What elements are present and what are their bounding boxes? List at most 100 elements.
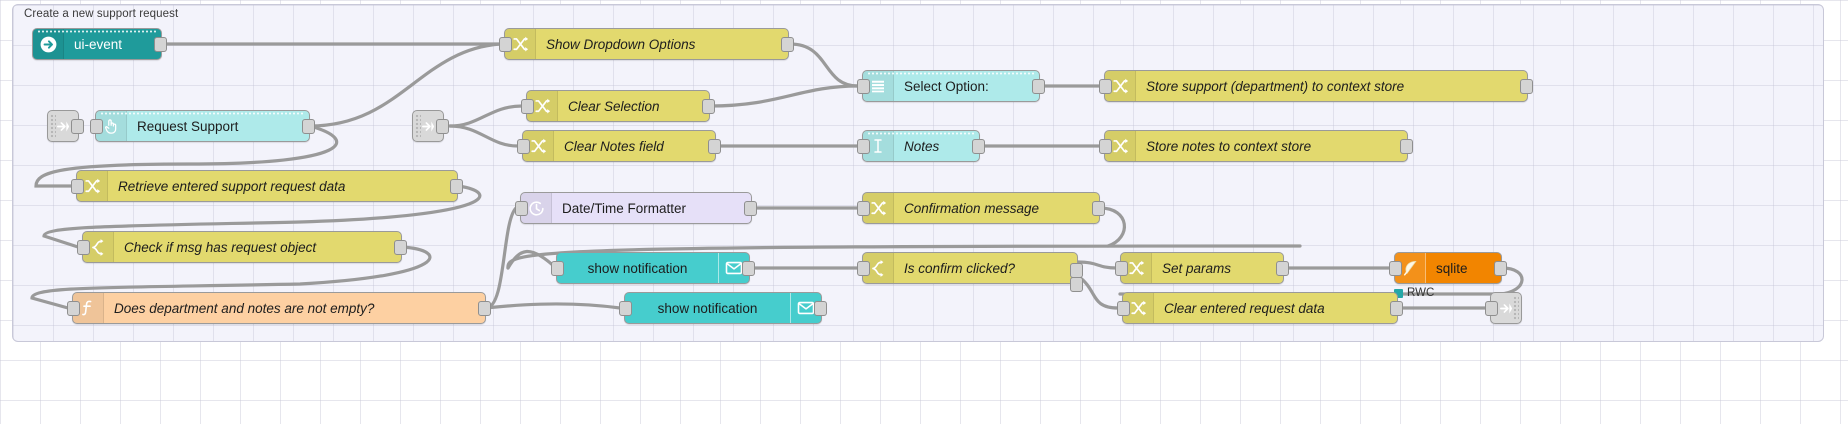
output-port[interactable] xyxy=(1276,261,1289,276)
node-show-notification-2[interactable]: show notification xyxy=(619,292,827,324)
link-dots xyxy=(50,114,56,138)
input-port[interactable] xyxy=(90,119,103,134)
arrow-right-circle-icon xyxy=(33,29,64,59)
envelope-icon xyxy=(718,253,749,283)
ui-node-strip xyxy=(37,30,157,33)
node-label: Store notes to context store xyxy=(1146,138,1312,154)
input-port[interactable] xyxy=(857,139,870,154)
input-port[interactable] xyxy=(619,301,632,316)
input-port[interactable] xyxy=(857,201,870,216)
input-port[interactable] xyxy=(515,201,528,216)
output-port[interactable] xyxy=(744,201,757,216)
output-port[interactable] xyxy=(1494,261,1507,276)
node-label: Notes xyxy=(904,138,940,154)
output-port-1[interactable] xyxy=(1070,263,1083,278)
link-in-icon[interactable] xyxy=(47,110,84,142)
node-label: Clear Notes field xyxy=(564,138,664,154)
node-datetime-formatter[interactable]: Date/Time Formatter xyxy=(515,192,757,224)
output-port[interactable] xyxy=(450,179,463,194)
node-confirmation-message[interactable]: Confirmation message xyxy=(857,192,1105,224)
input-port[interactable] xyxy=(1485,301,1498,316)
node-label: Does department and notes are not empty? xyxy=(114,300,375,316)
input-port[interactable] xyxy=(499,37,512,52)
node-label: Set params xyxy=(1162,260,1232,276)
node-label: Check if msg has request object xyxy=(124,239,317,255)
node-label: Store support (department) to context st… xyxy=(1146,78,1405,94)
output-port[interactable] xyxy=(702,99,715,114)
output-port[interactable] xyxy=(1032,79,1045,94)
node-retrieve-request-data[interactable]: Retrieve entered support request data xyxy=(71,170,463,202)
status-text: RWC xyxy=(1407,287,1435,299)
node-label: Retrieve entered support request data xyxy=(118,178,346,194)
node-select-option[interactable]: Select Option: xyxy=(857,70,1045,102)
input-port[interactable] xyxy=(1117,301,1130,316)
input-port[interactable] xyxy=(857,261,870,276)
output-port[interactable] xyxy=(436,119,449,134)
node-store-support[interactable]: Store support (department) to context st… xyxy=(1099,70,1533,102)
output-port[interactable] xyxy=(394,240,407,255)
node-ui-event[interactable]: ui-event xyxy=(32,28,167,60)
node-label: Request Support xyxy=(137,118,239,134)
node-show-notification-1[interactable]: show notification xyxy=(551,252,755,284)
output-port[interactable] xyxy=(154,37,167,52)
node-label: Is confirm clicked? xyxy=(904,260,1016,276)
link-dots xyxy=(415,114,421,138)
input-port[interactable] xyxy=(517,139,530,154)
node-is-confirm-clicked[interactable]: Is confirm clicked? xyxy=(857,252,1083,292)
node-label: Show Dropdown Options xyxy=(546,36,696,52)
output-port[interactable] xyxy=(1390,301,1403,316)
ui-node-strip xyxy=(867,72,1035,75)
input-port[interactable] xyxy=(71,179,84,194)
link-in-icon[interactable] xyxy=(412,110,449,142)
output-port[interactable] xyxy=(1520,79,1533,94)
link-dots xyxy=(1513,296,1519,320)
output-port[interactable] xyxy=(1092,201,1105,216)
node-label: sqlite xyxy=(1436,260,1468,276)
output-port[interactable] xyxy=(972,139,985,154)
node-set-params[interactable]: Set params xyxy=(1115,252,1289,284)
input-port[interactable] xyxy=(857,79,870,94)
status-dot-icon xyxy=(1394,288,1403,298)
node-store-notes[interactable]: Store notes to context store xyxy=(1099,130,1413,162)
input-port[interactable] xyxy=(1099,139,1112,154)
node-show-dropdown-options[interactable]: Show Dropdown Options xyxy=(499,28,794,60)
change-arrows-icon xyxy=(1105,71,1136,101)
output-port[interactable] xyxy=(1400,139,1413,154)
group-label: Create a new support request xyxy=(24,8,179,20)
node-notes[interactable]: Notes xyxy=(857,130,985,162)
node-clear-selection[interactable]: Clear Selection xyxy=(521,90,715,122)
link-out-icon[interactable] xyxy=(1485,292,1522,324)
output-port[interactable] xyxy=(814,301,827,316)
node-label: Clear entered request data xyxy=(1164,300,1325,316)
node-label: show notification xyxy=(587,260,688,276)
node-label: Clear Selection xyxy=(568,98,660,114)
node-check-msg-request-object[interactable]: Check if msg has request object xyxy=(77,231,407,263)
input-port[interactable] xyxy=(1099,79,1112,94)
output-port[interactable] xyxy=(71,119,84,134)
node-label: ui-event xyxy=(74,36,123,52)
node-does-department-notes-not-empty[interactable]: Does department and notes are not empty? xyxy=(67,292,491,324)
output-port[interactable] xyxy=(302,119,315,134)
output-port[interactable] xyxy=(781,37,794,52)
node-label: show notification xyxy=(657,300,758,316)
node-sqlite[interactable]: sqlite xyxy=(1389,252,1507,284)
output-port[interactable] xyxy=(478,301,491,316)
node-clear-notes-field[interactable]: Clear Notes field xyxy=(517,130,721,162)
input-port[interactable] xyxy=(1115,261,1128,276)
node-request-support[interactable]: Request Support xyxy=(90,110,315,142)
node-label: Confirmation message xyxy=(904,200,1040,216)
ui-node-strip xyxy=(867,132,975,135)
node-label: Date/Time Formatter xyxy=(562,200,687,216)
output-port-2[interactable] xyxy=(1070,277,1083,292)
node-clear-entered-request-data[interactable]: Clear entered request data xyxy=(1117,292,1403,324)
node-label: Select Option: xyxy=(904,78,989,94)
ui-node-strip xyxy=(100,112,305,115)
input-port[interactable] xyxy=(1389,261,1402,276)
input-port[interactable] xyxy=(521,99,534,114)
input-port[interactable] xyxy=(67,301,80,316)
input-port[interactable] xyxy=(551,261,564,276)
output-port[interactable] xyxy=(708,139,721,154)
input-port[interactable] xyxy=(77,240,90,255)
output-port[interactable] xyxy=(742,261,755,276)
